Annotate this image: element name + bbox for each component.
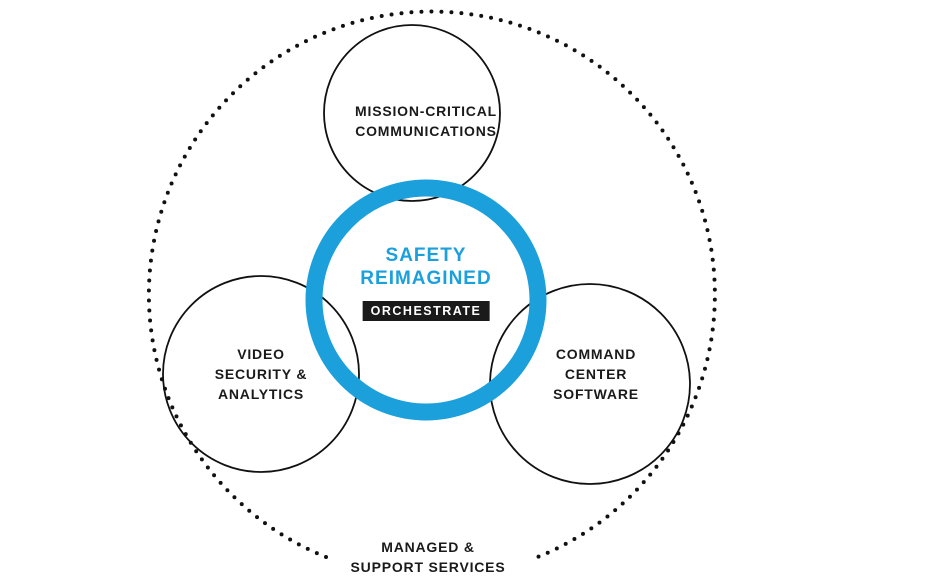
- center-ring: [305, 179, 547, 421]
- video-security-circle: [162, 275, 360, 473]
- managed-services-label: MANAGED & SUPPORT SERVICES: [344, 537, 512, 577]
- label-line: SECURITY &: [214, 366, 308, 382]
- label-line: MANAGED &: [381, 539, 475, 555]
- center-title: SAFETY REIMAGINED: [360, 244, 491, 290]
- center-title-line: REIMAGINED: [360, 268, 492, 289]
- label-line: ANALYTICS: [217, 386, 305, 402]
- label-line: CENTER: [564, 366, 628, 382]
- command-center-label: COMMAND CENTER SOFTWARE: [553, 344, 639, 404]
- label-line: SUPPORT SERVICES: [350, 559, 506, 575]
- label-line: VIDEO: [237, 346, 285, 362]
- label-line: COMMAND: [555, 346, 637, 362]
- video-security-label: VIDEO SECURITY & ANALYTICS: [215, 344, 308, 404]
- label-line: MISSION-CRITICAL: [355, 103, 497, 119]
- center-title-line: SAFETY: [385, 245, 467, 266]
- mission-critical-circle: [323, 24, 501, 202]
- label-line: SOFTWARE: [553, 386, 639, 402]
- mission-critical-label: MISSION-CRITICAL COMMUNICATIONS: [355, 101, 497, 141]
- label-line: COMMUNICATIONS: [355, 123, 497, 139]
- orchestrate-tag: ORCHESTRATE: [362, 301, 490, 321]
